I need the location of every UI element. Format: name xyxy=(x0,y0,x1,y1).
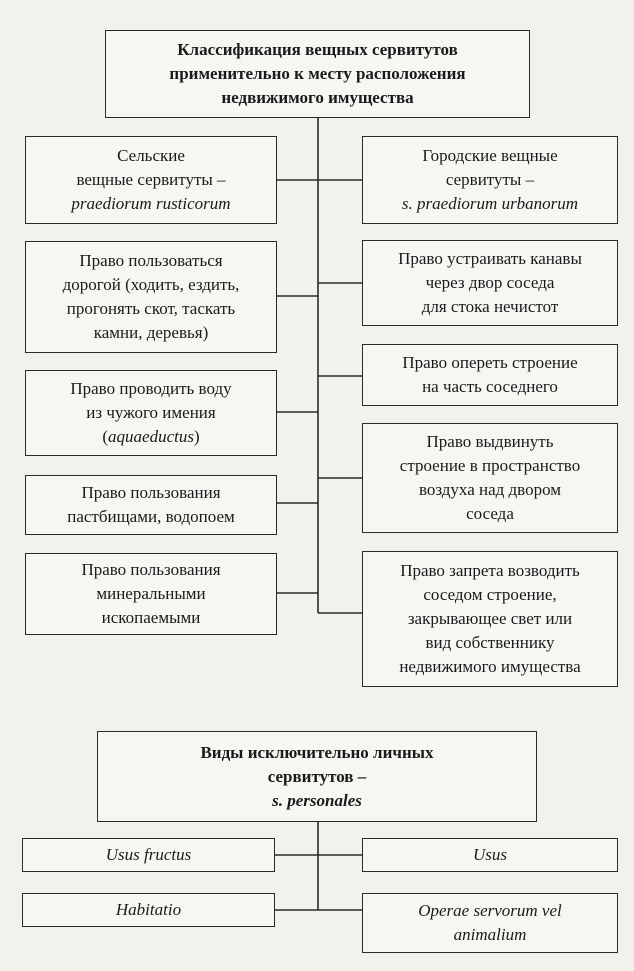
personal-servitudes-title-box: Виды исключительно личных сервитутов – s… xyxy=(97,731,537,822)
box-line: для стока нечистот xyxy=(421,297,559,316)
left-item-minerals-right: Право пользования минеральными ископаемы… xyxy=(25,553,277,635)
classification-title-box: Классификация вещных сервитутов применит… xyxy=(105,30,530,118)
box-line: Usus xyxy=(472,845,507,864)
box-line: камни, деревья) xyxy=(93,323,209,342)
box-line: строение в пространство xyxy=(399,456,581,475)
box-line: из чужого имения xyxy=(86,403,216,422)
box-line: Operae servorum vel xyxy=(418,901,562,920)
box-line: Право выдвинуть xyxy=(426,432,554,451)
box-line: на часть соседнего xyxy=(422,377,558,396)
box-line: praediorum rusticorum xyxy=(71,194,231,213)
right-item-support-right: Право опереть строение на часть соседнег… xyxy=(362,344,618,406)
title-line: Классификация вещных сервитутов xyxy=(177,40,458,59)
box-line: вещные сервитуты – xyxy=(76,170,226,189)
box-line: Городские вещные xyxy=(422,146,558,165)
box-line: недвижимого имущества xyxy=(399,657,581,676)
title-line: s. personales xyxy=(272,790,362,810)
urban-servitudes-box: Городские вещные сервитуты – s. praedior… xyxy=(362,136,618,224)
box-line: Право устраивать канавы xyxy=(398,249,582,268)
box-line: закрывающее свет или xyxy=(407,609,573,628)
habitatio-box: Habitatio xyxy=(22,893,275,927)
box-line: Право проводить воду xyxy=(70,379,232,398)
box-line: сервитуты – xyxy=(445,170,535,189)
left-item-road-right: Право пользоваться дорогой (ходить, езди… xyxy=(25,241,277,353)
box-line: соседа xyxy=(466,504,514,523)
box-line: прогонять скот, таскать xyxy=(66,299,236,318)
right-item-light-right: Право запрета возводить соседом строение… xyxy=(362,551,618,687)
title-line: сервитутов – xyxy=(267,766,367,786)
box-line: Право пользования xyxy=(81,483,221,502)
box-line: вид собственнику xyxy=(425,633,555,652)
box-line: Usus fructus xyxy=(105,845,192,864)
right-item-overhang-right: Право выдвинуть строение в пространство … xyxy=(362,423,618,533)
box-line: соседом строение, xyxy=(423,585,557,604)
box-line: пастбищами, водопоем xyxy=(67,507,235,526)
box-line: минеральными xyxy=(96,584,206,603)
box-line: Право запрета возводить xyxy=(400,561,580,580)
box-line: Habitatio xyxy=(115,900,182,919)
box-line: Право пользоваться xyxy=(79,251,223,270)
box-line: ископаемыми xyxy=(101,608,201,627)
box-line: дорогой (ходить, ездить, xyxy=(62,275,240,294)
box-line: s. praediorum urbanorum xyxy=(401,194,579,213)
left-item-pasture-right: Право пользования пастбищами, водопоем xyxy=(25,475,277,535)
aquaeductus-text: aquaeductus xyxy=(108,427,194,446)
title-line: недвижимого имущества xyxy=(221,88,414,107)
usus-box: Usus xyxy=(362,838,618,872)
box-line: Право пользования xyxy=(81,560,221,579)
box-line: Право опереть строение xyxy=(402,353,578,372)
box-line: animalium xyxy=(453,925,527,944)
operae-box: Operae servorum vel animalium xyxy=(362,893,618,953)
box-line: через двор соседа xyxy=(425,273,555,292)
rural-servitudes-box: Сельские вещные сервитуты – praediorum r… xyxy=(25,136,277,224)
title-line: Виды исключительно личных xyxy=(200,742,434,762)
right-item-ditch-right: Право устраивать канавы через двор сосед… xyxy=(362,240,618,326)
usus-fructus-box: Usus fructus xyxy=(22,838,275,872)
box-line: воздуха над двором xyxy=(418,480,562,499)
left-item-water-right: Право проводить воду из чужого имения (a… xyxy=(25,370,277,456)
title-line: применительно к месту расположения xyxy=(169,64,466,83)
box-line: (aquaeductus) xyxy=(102,427,200,446)
box-line: Сельские xyxy=(117,146,185,165)
